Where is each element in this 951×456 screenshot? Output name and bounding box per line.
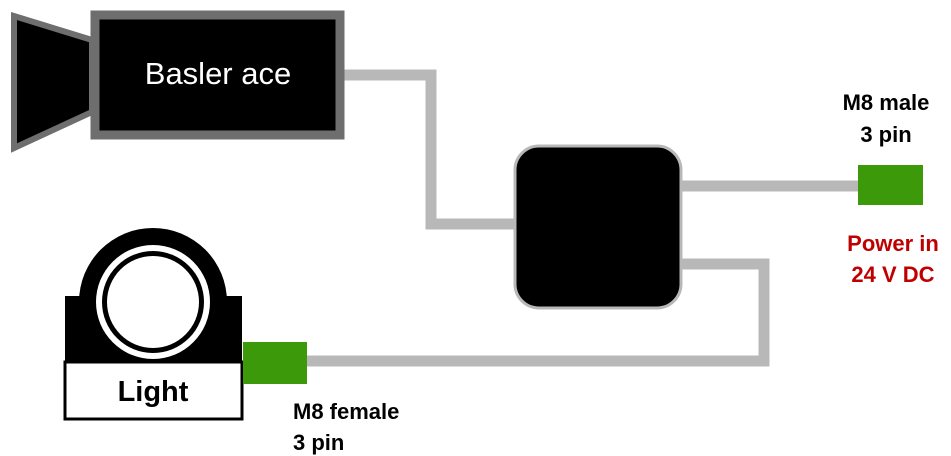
m8-female-label-line1: M8 female <box>293 399 399 424</box>
light-label-box <box>63 360 244 421</box>
light-lens-icon <box>107 256 199 348</box>
m8-female-label-line2: 3 pin <box>293 430 344 455</box>
light-label: Light <box>118 376 189 408</box>
junction-box <box>513 144 683 310</box>
cables <box>305 69 860 367</box>
power-in-label-line2: 24 V DC <box>851 262 934 287</box>
m8-male-label-line2: 3 pin <box>860 122 911 147</box>
light-unit: Light <box>63 228 244 421</box>
camera-body <box>90 10 345 140</box>
camera-label: Basler ace <box>145 56 291 91</box>
m8-female-connector <box>243 342 307 384</box>
power-in-label-line1: Power in <box>847 231 939 256</box>
m8-male-label-line1: M8 male <box>843 90 930 115</box>
camera-lens <box>11 11 95 153</box>
m8-male-connector <box>858 165 923 205</box>
light-cable <box>305 258 770 367</box>
camera-cable <box>340 69 518 230</box>
